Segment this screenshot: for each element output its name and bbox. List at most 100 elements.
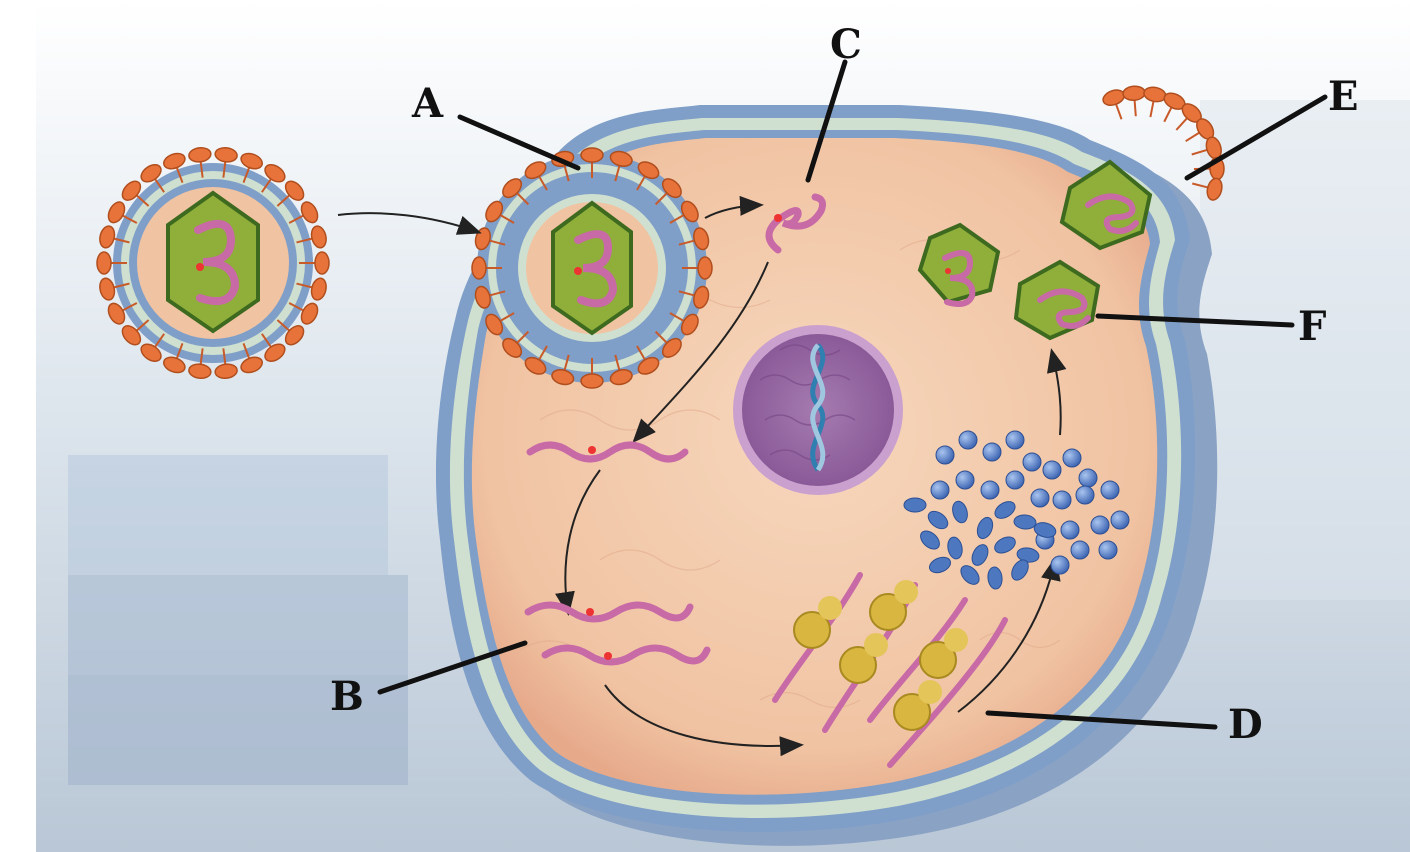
arrow-to-replication (632, 261, 769, 443)
label-a: A (411, 80, 444, 127)
viral-rna-icon (765, 193, 826, 254)
protein-ellipse (1013, 514, 1037, 530)
glycoprotein-spike (524, 161, 547, 180)
protein-dot (1090, 515, 1110, 535)
leader-line-a (457, 114, 581, 171)
protein-ellipse (952, 500, 968, 524)
blank-box-3 (68, 675, 408, 785)
leader-line-d (985, 710, 1218, 730)
protein-dot (1050, 555, 1070, 575)
blank-box-2 (68, 575, 408, 675)
arrow-to-proteins (957, 556, 1061, 713)
protein-dot (1062, 448, 1082, 468)
protein-ellipse (960, 565, 980, 585)
glycoprotein-spike (107, 302, 126, 325)
ribosome-icon (839, 633, 888, 684)
glycoprotein-spike (300, 201, 319, 224)
protein-ellipse (920, 530, 940, 550)
glycoprotein-spike (637, 161, 660, 180)
endocytosed-virus-icon (471, 147, 713, 389)
ribosome-icon (869, 580, 918, 631)
glycoprotein-spike (121, 180, 142, 201)
glycoprotein-spike (96, 251, 112, 275)
ribosome-icon (793, 596, 842, 649)
budding-virus-icon (1059, 85, 1225, 251)
protein-dot (1030, 488, 1050, 508)
glycoprotein-spike (693, 285, 710, 309)
arrow-to-assembly (1046, 348, 1067, 436)
glycoprotein-spike (524, 356, 547, 375)
glycoprotein-spike (140, 343, 162, 362)
protein-dot (1070, 540, 1090, 560)
glycoprotein-spike (188, 146, 212, 163)
protein-ellipse (928, 556, 952, 574)
glycoprotein-spike (609, 150, 633, 167)
glycoprotein-spike (121, 325, 142, 346)
translation-ribosomes (772, 572, 1008, 768)
glycoprotein-spike (99, 225, 116, 249)
protein-ellipse (947, 536, 963, 560)
blank-box-1 (68, 455, 388, 575)
protein-dot (1060, 520, 1080, 540)
glycoprotein-spike (474, 285, 491, 309)
leader-line-c (805, 59, 848, 183)
glycoprotein-spike (609, 369, 633, 386)
glycoprotein-spike (580, 147, 604, 163)
glycoprotein-spike (680, 200, 699, 223)
protein-dot (980, 480, 1000, 500)
protein-ellipse (987, 566, 1003, 590)
glycoprotein-spike (99, 277, 116, 301)
glycoprotein-spike (485, 200, 504, 223)
glycoprotein-spike (680, 313, 699, 336)
enveloped-virus-icon (96, 146, 330, 380)
glycoprotein-spike (140, 164, 162, 183)
protein-dot (955, 470, 975, 490)
protein-dot (935, 445, 955, 465)
cytoplasm-texture (519, 239, 1061, 709)
glycoprotein-spike (693, 227, 710, 251)
glycoprotein-spike (310, 277, 327, 301)
glycoprotein-spike (637, 356, 660, 375)
protein-dot (930, 480, 950, 500)
protein-dot (1075, 485, 1095, 505)
glycoprotein-spike (240, 152, 263, 170)
nucleus-with-dna-icon (733, 325, 903, 495)
glycoprotein-spike (551, 369, 575, 386)
blank-box-right (1200, 100, 1410, 600)
glycoprotein-spike (310, 225, 327, 249)
protein-dot (1022, 452, 1042, 472)
capsid-icon (1013, 259, 1101, 341)
glycoprotein-spike (214, 146, 238, 163)
protein-ellipse (971, 544, 989, 566)
viral-protein-icon (903, 430, 1130, 590)
glycoprotein-spike (163, 152, 186, 170)
viral-rna-copies (524, 601, 711, 666)
protein-dot (982, 442, 1002, 462)
ribosome-icon (893, 680, 942, 731)
protein-dot (1042, 460, 1062, 480)
protein-dot (1098, 540, 1118, 560)
protein-ellipse (903, 497, 927, 513)
arrow-entry (337, 212, 482, 235)
leader-line-e (1184, 94, 1328, 181)
protein-ellipse (1033, 522, 1057, 538)
protein-dot (1052, 490, 1072, 510)
glycoprotein-spike (300, 302, 319, 325)
glycoprotein-spike (502, 178, 523, 199)
glycoprotein-spike (661, 337, 682, 358)
glycoprotein-spike (1206, 177, 1223, 201)
glycoprotein-spike (188, 363, 212, 380)
arrow-to-translation (604, 684, 804, 757)
label-c: C (830, 21, 862, 68)
glycoprotein-spike (107, 201, 126, 224)
glycoprotein-spike (485, 313, 504, 336)
protein-dot (958, 430, 978, 450)
glycoprotein-spike (697, 256, 713, 280)
protein-dot (1110, 510, 1130, 530)
label-d: D (1228, 701, 1263, 748)
viral-rna-strand (526, 441, 689, 463)
label-b: B (330, 673, 364, 720)
protein-dot (1100, 480, 1120, 500)
glycoprotein-spike (661, 178, 682, 199)
